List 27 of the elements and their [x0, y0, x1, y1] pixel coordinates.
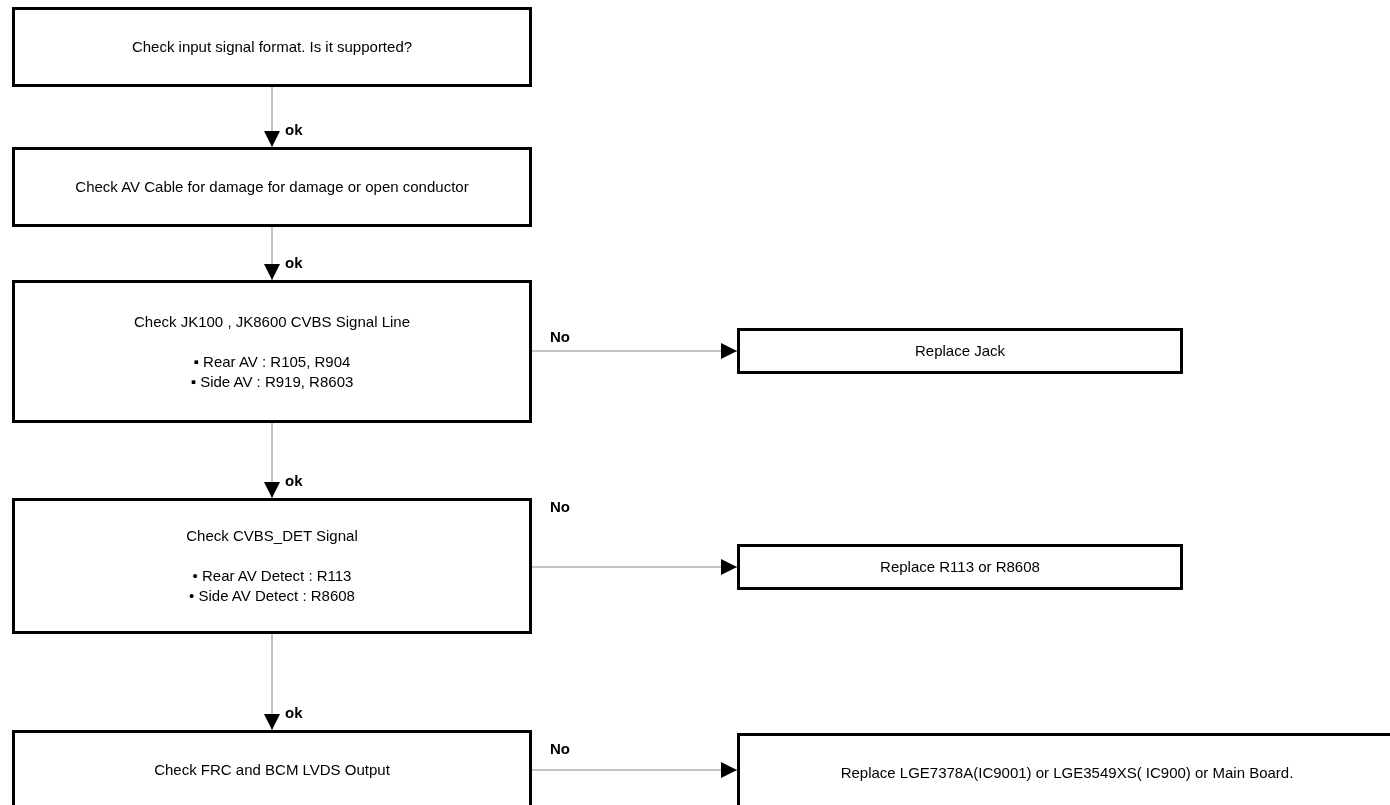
process-box — [12, 280, 532, 423]
box-text: • Rear AV Detect : R113 — [192, 566, 352, 586]
arrow — [264, 86, 280, 148]
box-text: • Side AV Detect : R8608 — [189, 586, 355, 606]
arrow — [264, 422, 280, 499]
arrow — [264, 226, 280, 281]
box-text: ▪ Side AV : R919, R8603 — [190, 371, 354, 392]
box-text: Check AV Cable for damage for damage or open conductor — [75, 177, 469, 197]
process-box — [737, 733, 1390, 805]
process-box — [12, 730, 532, 805]
box-text: Check JK100 , JK8600 CVBS Signal Line — [134, 311, 410, 332]
box-text: Check CVBS_DET Signal — [186, 526, 358, 546]
process-box — [12, 7, 532, 87]
arrow — [264, 633, 280, 731]
box-text: Replace LGE7378A(IC9001) or LGE3549XS( IC900) or Main Board. — [840, 763, 1294, 783]
box-text: Replace R113 or R8608 — [880, 557, 1040, 577]
box-text: Check FRC and BCM LVDS Output — [154, 760, 390, 780]
process-box — [12, 498, 532, 634]
arrow — [531, 762, 738, 778]
box-text: Check input signal format. Is it supported? — [131, 37, 413, 57]
process-box — [12, 147, 532, 227]
process-box — [737, 544, 1183, 590]
arrow — [531, 343, 738, 359]
box-text: ▪ Rear AV : R105, R904 — [193, 351, 351, 372]
box-text: Replace Jack — [914, 341, 1005, 361]
arrow — [531, 559, 738, 575]
process-box — [737, 328, 1183, 374]
